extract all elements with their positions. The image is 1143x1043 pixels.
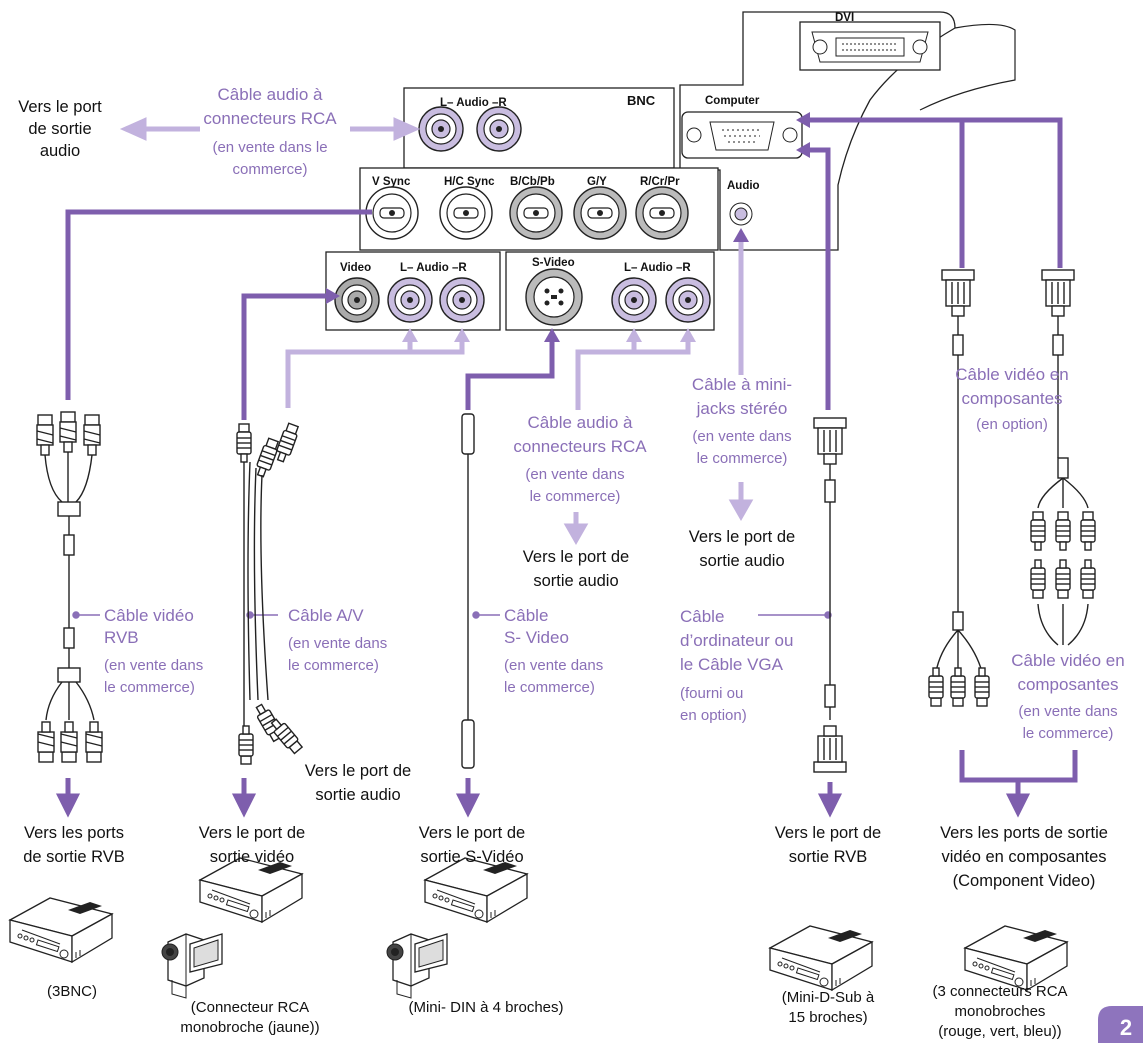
r-cr-pr-label: R/Cr/Pr bbox=[640, 176, 680, 188]
camcorder-icon bbox=[161, 933, 223, 999]
audio-lr-right-label: L– Audio –R bbox=[624, 262, 691, 274]
s-video-jack[interactable] bbox=[525, 268, 583, 326]
audio-port-label: Audio bbox=[727, 180, 760, 192]
r-cr-pr-jack[interactable] bbox=[635, 186, 689, 240]
computer-port-label: Computer bbox=[705, 95, 760, 107]
computer-vga-port[interactable] bbox=[681, 111, 803, 159]
audio-minijack-port[interactable] bbox=[729, 202, 753, 226]
hc-sync-label: H/C Sync bbox=[444, 176, 495, 188]
caption-svideo: (Mini- DIN à 4 broches) bbox=[408, 999, 563, 1016]
page-tab bbox=[1098, 1006, 1143, 1043]
v-sync-jack[interactable] bbox=[365, 186, 419, 240]
audio-l-jack-right[interactable] bbox=[611, 277, 657, 323]
vcr-icon bbox=[199, 857, 303, 923]
vcr-icon bbox=[964, 925, 1068, 991]
s-video-label: S-Video bbox=[532, 257, 575, 269]
bnc-label: BNC bbox=[627, 93, 656, 108]
vcr-icon bbox=[424, 857, 528, 923]
cable-illustrations bbox=[36, 269, 1096, 773]
vcr-icon bbox=[769, 925, 873, 991]
audio-r-jack-mid[interactable] bbox=[439, 277, 485, 323]
v-sync-label: V Sync bbox=[372, 176, 411, 188]
audio-lr-top-label: L– Audio –R bbox=[440, 97, 507, 109]
camcorder-icon bbox=[386, 933, 448, 999]
video-jack[interactable] bbox=[334, 277, 380, 323]
caption-rgb: (3BNC) bbox=[47, 983, 97, 1000]
audio-l-jack-mid[interactable] bbox=[387, 277, 433, 323]
video-label: Video bbox=[340, 262, 371, 274]
minijack-cable-label: Câble à mini-jacks stéréo bbox=[692, 375, 792, 418]
g-y-label: G/Y bbox=[587, 176, 607, 188]
audio-lr-mid-label: L– Audio –R bbox=[400, 262, 467, 274]
arrowheads bbox=[326, 112, 810, 342]
vcr-icon bbox=[9, 897, 113, 963]
page-number: 2 bbox=[1120, 1015, 1132, 1040]
audio-l-jack-top[interactable] bbox=[418, 106, 464, 152]
b-cb-pb-label: B/Cb/Pb bbox=[510, 176, 555, 188]
projector-panel bbox=[325, 11, 1016, 331]
hc-sync-jack[interactable] bbox=[439, 186, 493, 240]
dvi-label: DVI bbox=[835, 12, 854, 24]
audio-r-jack-top[interactable] bbox=[476, 106, 522, 152]
g-y-jack[interactable] bbox=[573, 186, 627, 240]
audio-r-jack-right[interactable] bbox=[665, 277, 711, 323]
component-opt-note: (en option) bbox=[976, 416, 1048, 433]
av-cable-label: Câble A/V bbox=[288, 606, 364, 625]
b-cb-pb-jack[interactable] bbox=[509, 186, 563, 240]
